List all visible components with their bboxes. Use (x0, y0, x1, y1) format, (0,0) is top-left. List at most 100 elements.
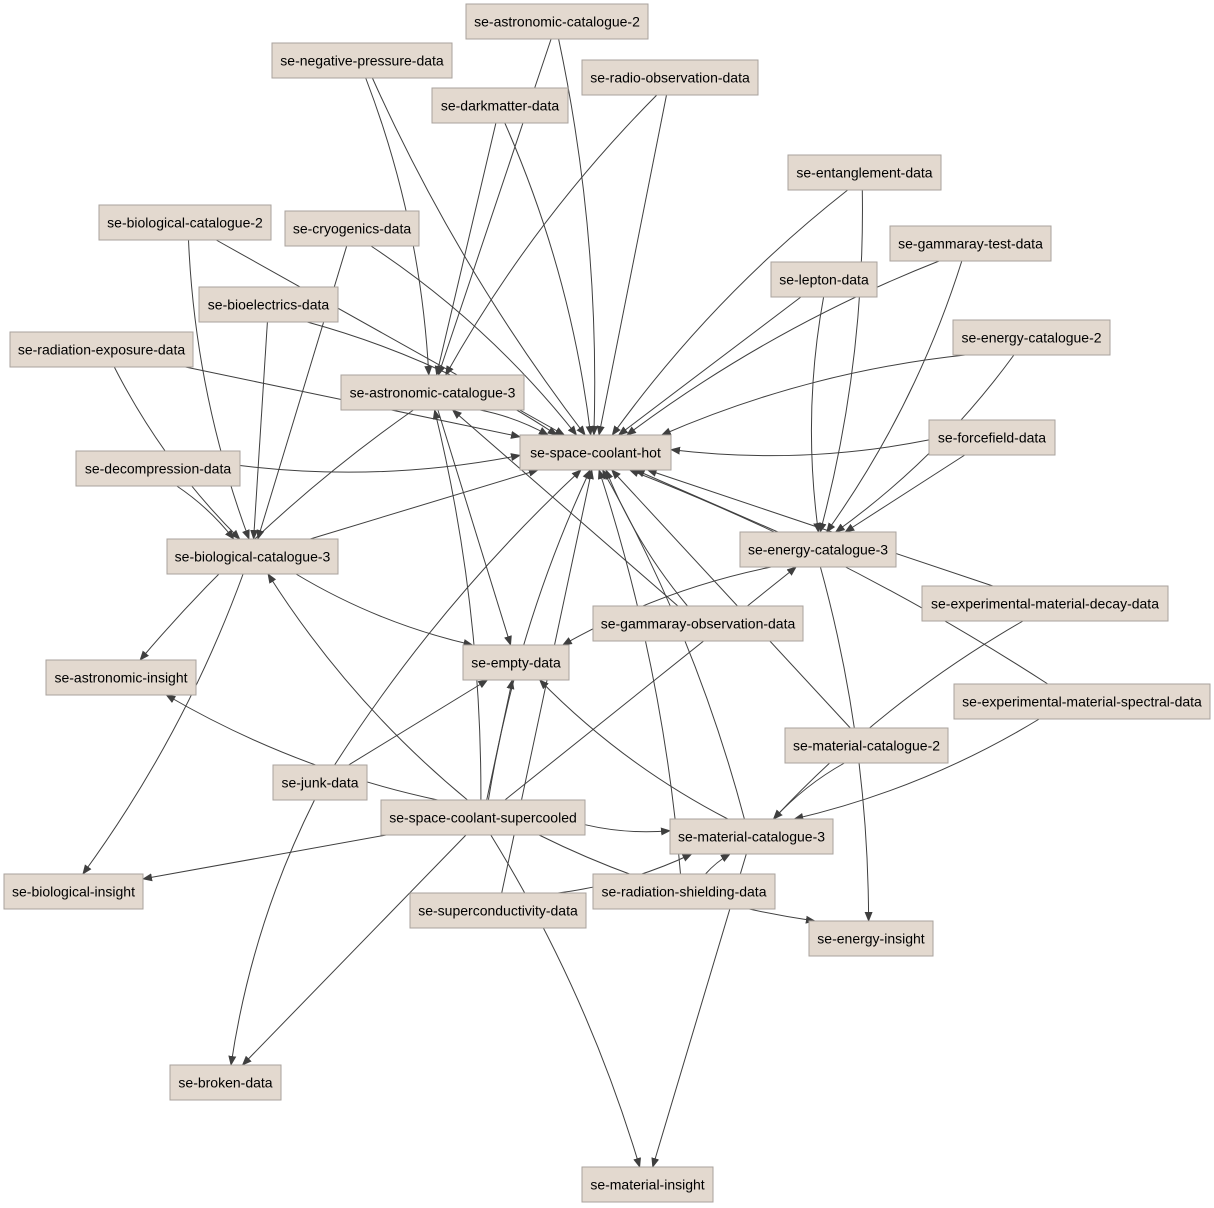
node-se-biological-catalogue-2: se-biological-catalogue-2 (98, 204, 272, 241)
node-label: se-radio-observation-data (590, 70, 750, 86)
edge-se-negative-pressure-data-to-se-space-coolant-hot (371, 77, 586, 436)
node-label: se-material-catalogue-3 (678, 829, 825, 845)
edge-se-space-coolant-supercooled-to-se-space-coolant-hot (487, 469, 591, 801)
node-label: se-radiation-exposure-data (18, 342, 186, 358)
node-label: se-empty-data (471, 655, 561, 671)
edge-se-astronomic-catalogue-2-to-se-space-coolant-hot (558, 38, 599, 436)
node-box (462, 644, 570, 681)
node-se-darkmatter-data: se-darkmatter-data (431, 87, 569, 124)
edge-se-junk-data-to-se-empty-data (348, 679, 489, 766)
node-box (198, 286, 339, 323)
edge-se-lepton-data-to-se-energy-catalogue-3 (810, 296, 825, 533)
edge-se-darkmatter-data-to-se-space-coolant-hot (504, 122, 594, 436)
node-se-decompression-data: se-decompression-data (75, 450, 241, 487)
node-se-radio-observation-data: se-radio-observation-data (581, 59, 759, 96)
node-box (9, 331, 194, 368)
node-se-astronomic-catalogue-2: se-astronomic-catalogue-2 (465, 3, 649, 40)
edge-se-superconductivity-data-to-se-space-coolant-hot (501, 469, 594, 894)
edge-se-experimental-material-decay-data-to-se-space-coolant-hot (646, 469, 994, 587)
node-box (581, 1166, 714, 1203)
node-label: se-material-catalogue-2 (793, 738, 940, 754)
node-box (784, 727, 949, 764)
node-se-space-coolant-hot: se-space-coolant-hot (519, 434, 672, 471)
edge-se-astronomic-catalogue-3-to-se-empty-data (437, 409, 512, 646)
edge-se-astronomic-catalogue-3-to-se-astronomic-insight (139, 409, 414, 661)
edge-se-astronomic-catalogue-2-to-se-astronomic-catalogue-3 (437, 38, 552, 376)
node-se-radiation-shielding-data: se-radiation-shielding-data (592, 873, 776, 910)
node-box (770, 261, 878, 298)
node-box (380, 799, 586, 836)
node-label: se-energy-catalogue-3 (748, 542, 888, 558)
edge-se-space-coolant-supercooled-to-se-biological-insight (142, 834, 387, 882)
node-se-radiation-exposure-data: se-radiation-exposure-data (9, 331, 194, 368)
node-label: se-darkmatter-data (441, 98, 559, 114)
edge-se-forcefield-data-to-se-space-coolant-hot (670, 439, 930, 457)
node-se-astronomic-catalogue-3: se-astronomic-catalogue-3 (340, 374, 525, 411)
node-se-entanglement-data: se-entanglement-data (787, 154, 942, 191)
edge-se-space-coolant-supercooled-to-se-astronomic-insight (165, 694, 438, 801)
edge-se-radiation-shielding-data-to-se-material-catalogue-3 (705, 853, 731, 875)
node-se-experimental-material-decay-data: se-experimental-material-decay-data (921, 585, 1169, 622)
node-box (669, 818, 834, 855)
node-se-energy-insight: se-energy-insight (808, 920, 934, 957)
node-label: se-lepton-data (779, 272, 869, 288)
node-label: se-experimental-material-spectral-data (962, 694, 1202, 710)
node-se-forcefield-data: se-forcefield-data (928, 419, 1056, 456)
edge-se-decompression-data-to-se-space-coolant-hot (239, 453, 521, 473)
node-se-junk-data: se-junk-data (272, 764, 368, 801)
node-label: se-biological-catalogue-2 (107, 215, 263, 231)
node-label: se-energy-catalogue-2 (961, 330, 1101, 346)
node-box (808, 920, 934, 957)
node-box (592, 605, 804, 642)
edge-se-gammaray-test-data-to-se-energy-catalogue-3 (826, 260, 963, 533)
node-label: se-bioelectrics-data (208, 297, 330, 313)
node-label: se-negative-pressure-data (280, 53, 444, 69)
edge-se-bioelectrics-data-to-se-space-coolant-hot (307, 321, 558, 436)
node-se-material-insight: se-material-insight (581, 1166, 714, 1203)
node-label: se-energy-insight (817, 931, 924, 947)
edge-se-lepton-data-to-se-space-coolant-hot (617, 296, 802, 436)
edge-se-material-catalogue-3-to-se-space-coolant-hot (602, 469, 745, 820)
node-se-gammaray-observation-data: se-gammaray-observation-data (592, 605, 804, 642)
edge-se-space-coolant-supercooled-to-se-astronomic-catalogue-3 (432, 409, 482, 801)
node-box (98, 204, 272, 241)
edge-se-space-coolant-supercooled-to-se-empty-data (486, 679, 515, 801)
node-se-biological-catalogue-3: se-biological-catalogue-3 (166, 538, 339, 575)
edge-se-experimental-material-spectral-data-to-se-material-catalogue-3 (793, 718, 1040, 821)
node-label: se-astronomic-insight (54, 670, 187, 686)
node-box (581, 59, 759, 96)
edge-se-biological-catalogue-2-to-se-biological-catalogue-3 (188, 239, 250, 540)
node-box (409, 892, 587, 929)
node-se-lepton-data: se-lepton-data (770, 261, 878, 298)
node-se-material-catalogue-2: se-material-catalogue-2 (784, 727, 949, 764)
edge-se-experimental-material-spectral-data-to-se-space-coolant-hot (628, 469, 1049, 685)
node-box (953, 683, 1211, 720)
node-label: se-broken-data (178, 1075, 272, 1091)
node-label: se-entanglement-data (796, 165, 932, 181)
edge-se-junk-data-to-se-space-coolant-hot (334, 469, 582, 766)
node-label: se-astronomic-catalogue-2 (474, 14, 640, 30)
edge-se-astronomic-catalogue-3-to-se-space-coolant-hot (479, 409, 549, 436)
edge-se-space-coolant-supercooled-to-se-material-insight (490, 834, 641, 1168)
edge-se-space-coolant-supercooled-to-se-material-catalogue-3 (584, 824, 671, 836)
node-box (739, 531, 897, 568)
edge-se-biological-catalogue-3-to-se-empty-data (295, 573, 474, 647)
node-se-cryogenics-data: se-cryogenics-data (284, 210, 420, 247)
edge-se-gammaray-observation-data-to-se-space-coolant-hot (605, 469, 688, 607)
edge-se-energy-catalogue-2-to-se-space-coolant-hot (660, 354, 966, 436)
node-label: se-biological-insight (12, 884, 135, 900)
node-box (431, 87, 569, 124)
node-box (284, 210, 420, 247)
node-se-gammaray-test-data: se-gammaray-test-data (889, 225, 1052, 262)
node-label: se-space-coolant-hot (530, 445, 661, 461)
node-se-superconductivity-data: se-superconductivity-data (409, 892, 587, 929)
node-box (75, 450, 241, 487)
node-box (889, 225, 1052, 262)
node-se-broken-data: se-broken-data (169, 1064, 282, 1101)
node-se-empty-data: se-empty-data (462, 644, 570, 681)
node-box (592, 873, 776, 910)
node-se-space-coolant-supercooled: se-space-coolant-supercooled (380, 799, 586, 836)
node-box (519, 434, 672, 471)
edge-se-energy-catalogue-3-to-se-space-coolant-hot (634, 469, 779, 533)
node-label: se-gammaray-observation-data (601, 616, 796, 632)
